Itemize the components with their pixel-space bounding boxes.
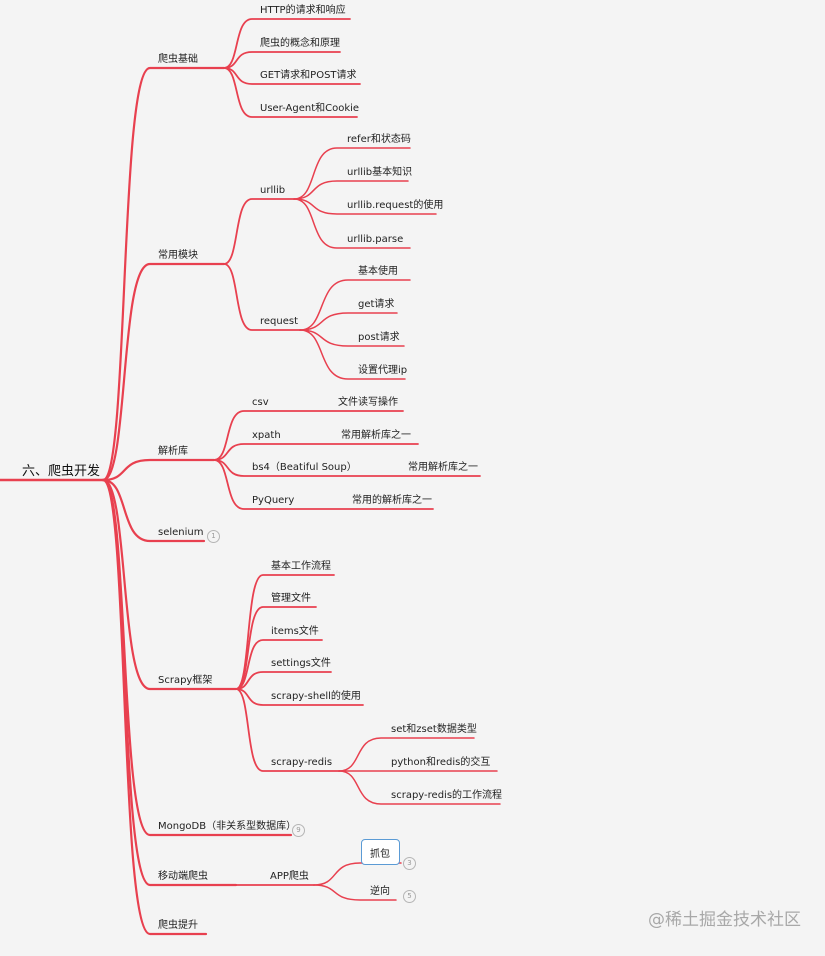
edge-line <box>101 66 226 482</box>
edge-line <box>338 737 475 772</box>
edge-line <box>235 688 364 706</box>
edge-line <box>293 198 411 249</box>
leaf-node[interactable]: 抓包 <box>370 849 390 860</box>
leaf-node[interactable]: post请求 <box>358 332 400 343</box>
child-count-badge[interactable]: 9 <box>292 824 305 837</box>
leaf-node[interactable]: 设置代理ip <box>358 365 408 376</box>
subtopic-node[interactable]: bs4（Beatiful Soup） <box>252 462 357 473</box>
branch-node[interactable]: 解析库 <box>158 446 188 457</box>
edge-line <box>101 262 226 482</box>
subtopic-node[interactable]: settings文件 <box>271 658 331 669</box>
child-count-badge[interactable]: 5 <box>403 890 416 903</box>
edge-line <box>338 770 501 805</box>
leaf-node[interactable]: get请求 <box>358 299 395 310</box>
subtopic-node[interactable]: 基本工作流程 <box>271 561 331 572</box>
edge-line <box>293 147 411 200</box>
subtopic-node[interactable]: 管理文件 <box>271 593 311 604</box>
branch-node[interactable]: 爬虫基础 <box>158 54 198 65</box>
note-node[interactable]: 常用解析库之一 <box>341 430 411 441</box>
edge-line <box>313 862 402 886</box>
edge-line <box>223 263 301 331</box>
edge-line <box>101 478 238 691</box>
edge-line <box>223 51 341 69</box>
branch-node[interactable]: 爬虫提升 <box>158 920 198 931</box>
edge-line <box>101 458 216 482</box>
edge-line <box>299 329 406 380</box>
leaf-node[interactable]: python和redis的交互 <box>391 757 491 768</box>
edge-line <box>235 606 317 690</box>
leaf-node[interactable]: 基本使用 <box>358 266 398 277</box>
selected-node-frame[interactable] <box>361 839 400 865</box>
leaf-node[interactable]: urllib.request的使用 <box>347 200 444 211</box>
subtopic-node[interactable]: PyQuery <box>252 495 295 506</box>
edge-line <box>223 67 358 118</box>
subtopic-node[interactable]: urllib <box>260 185 286 196</box>
leaf-node[interactable]: scrapy-redis的工作流程 <box>391 790 503 801</box>
edge-line <box>313 884 397 901</box>
leaf-node[interactable]: refer和状态码 <box>347 134 411 145</box>
edge-line <box>299 279 411 331</box>
edge-line <box>299 329 405 347</box>
edge-line <box>223 198 295 265</box>
subtopic-node[interactable]: items文件 <box>271 626 319 637</box>
branch-node[interactable]: selenium <box>158 527 204 538</box>
root-node[interactable]: 六、爬虫开发 <box>22 464 101 479</box>
subtopic-node[interactable]: GET请求和POST请求 <box>260 70 357 81</box>
subtopic-node[interactable]: request <box>260 316 299 327</box>
edge-line <box>299 312 398 331</box>
child-count-badge[interactable]: 1 <box>207 530 220 543</box>
subtopic-node[interactable]: scrapy-shell的使用 <box>271 691 361 702</box>
branch-node[interactable]: 常用模块 <box>158 250 198 261</box>
edge-line <box>223 18 351 69</box>
note-node[interactable]: 常用的解析库之一 <box>352 495 432 506</box>
leaf-node[interactable]: set和zset数据类型 <box>391 724 477 735</box>
edge-line <box>213 443 419 461</box>
subtopic-node[interactable]: scrapy-redis <box>271 757 333 768</box>
edge-line <box>293 198 437 215</box>
note-node[interactable]: 文件读写操作 <box>338 397 398 408</box>
subtopic-node[interactable]: csv <box>252 397 269 408</box>
leaf-node[interactable]: 逆向 <box>370 886 390 897</box>
watermark-text: @稀土掘金技术社区 <box>648 910 801 930</box>
edge-line <box>101 478 208 936</box>
note-node[interactable]: 常用解析库之一 <box>408 462 478 473</box>
edge-line <box>235 671 332 690</box>
edge-line <box>213 459 434 510</box>
subtopic-node[interactable]: APP爬虫 <box>270 871 309 882</box>
branch-node[interactable]: 移动端爬虫 <box>158 871 208 882</box>
subtopic-node[interactable]: 爬虫的概念和原理 <box>260 38 340 49</box>
edge-line <box>293 180 409 200</box>
edge-line <box>235 639 323 690</box>
branch-node[interactable]: Scrapy框架 <box>158 675 213 686</box>
subtopic-node[interactable]: HTTP的请求和响应 <box>260 5 346 16</box>
branch-node[interactable]: MongoDB（非关系型数据库） <box>158 821 297 832</box>
edge-line <box>213 410 404 461</box>
subtopic-node[interactable]: xpath <box>252 430 281 441</box>
subtopic-node[interactable]: User-Agent和Cookie <box>260 103 360 114</box>
edge-line <box>235 688 340 772</box>
leaf-node[interactable]: urllib.parse <box>347 234 404 245</box>
edge-line <box>101 478 206 543</box>
child-count-badge[interactable]: 3 <box>403 857 416 870</box>
leaf-node[interactable]: urllib基本知识 <box>347 167 413 178</box>
